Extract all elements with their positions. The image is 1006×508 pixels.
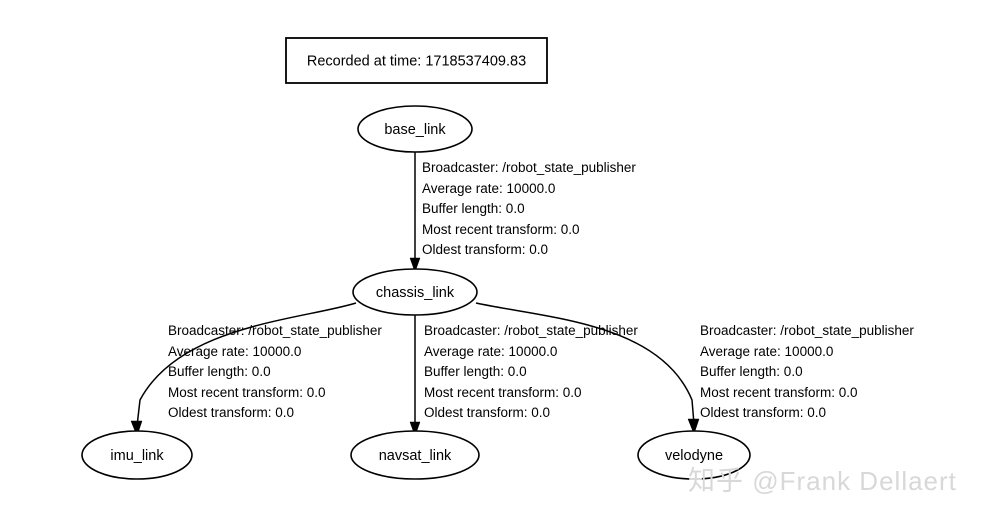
node-imu-link[interactable] bbox=[81, 430, 193, 480]
edge-most-recent-transform: Most recent transform: 0.0 bbox=[168, 384, 326, 400]
node-velodyne[interactable] bbox=[637, 430, 751, 480]
arrowhead-imu-link bbox=[130, 420, 143, 437]
node-label-chassis-link: chassis_link bbox=[376, 285, 455, 301]
edge-broadcaster: Broadcaster: /robot_state_publisher bbox=[422, 160, 636, 175]
edge-broadcaster: Broadcaster: /robot_state_publisher bbox=[700, 323, 914, 338]
edge-most-recent-transform: Most recent transform: 0.0 bbox=[700, 384, 858, 400]
node-label-imu-link: imu_link bbox=[110, 448, 164, 464]
edge-label-chassis-link-to-navsat-link: Broadcaster: /robot_state_publisher Aver… bbox=[424, 321, 638, 424]
edge-oldest-transform: Oldest transform: 0.0 bbox=[700, 405, 827, 420]
edge-average-rate: Average rate: 10000.0 bbox=[422, 180, 556, 196]
arrowhead-chassis-link bbox=[409, 257, 421, 273]
edge-average-rate: Average rate: 10000.0 bbox=[168, 343, 302, 359]
edge-buffer-length: Buffer length: 0.0 bbox=[424, 364, 527, 379]
edge-broadcaster: Broadcaster: /robot_state_publisher bbox=[168, 323, 382, 338]
edge-most-recent-transform: Most recent transform: 0.0 bbox=[424, 384, 582, 400]
edge-buffer-length: Buffer length: 0.0 bbox=[168, 364, 271, 379]
edge-chassis-link-to-velodyne bbox=[475, 302, 695, 425]
edge-label-chassis-link-to-velodyne: Broadcaster: /robot_state_publisher Aver… bbox=[700, 321, 914, 424]
recorded-time-box bbox=[285, 37, 548, 84]
edge-oldest-transform: Oldest transform: 0.0 bbox=[422, 242, 549, 257]
edge-chassis-link-to-imu-link bbox=[136, 302, 357, 427]
edge-average-rate: Average rate: 10000.0 bbox=[700, 343, 834, 359]
watermark-handle: @Frank Dellaert bbox=[752, 466, 957, 496]
node-base-link[interactable] bbox=[357, 105, 473, 153]
node-label-navsat-link: navsat_link bbox=[379, 448, 452, 464]
edge-buffer-length: Buffer length: 0.0 bbox=[700, 364, 803, 379]
edge-oldest-transform: Oldest transform: 0.0 bbox=[168, 405, 295, 420]
edge-average-rate: Average rate: 10000.0 bbox=[424, 343, 558, 359]
edge-most-recent-transform: Most recent transform: 0.0 bbox=[422, 221, 580, 237]
arrowhead-velodyne bbox=[687, 418, 700, 435]
edge-label-base-link-to-chassis-link: Broadcaster: /robot_state_publisher Aver… bbox=[422, 158, 636, 261]
edge-label-chassis-link-to-imu-link: Broadcaster: /robot_state_publisher Aver… bbox=[168, 321, 382, 424]
node-chassis-link[interactable] bbox=[352, 268, 478, 316]
node-label-base-link: base_link bbox=[384, 122, 446, 138]
edge-buffer-length: Buffer length: 0.0 bbox=[422, 201, 525, 216]
node-label-velodyne: velodyne bbox=[665, 448, 723, 464]
edge-oldest-transform: Oldest transform: 0.0 bbox=[424, 405, 551, 420]
recorded-time-label: Recorded at time: 1718537409.83 bbox=[307, 53, 526, 69]
arrowhead-navsat-link bbox=[409, 421, 421, 437]
node-navsat-link[interactable] bbox=[350, 430, 480, 480]
watermark: 知乎 @Frank Dellaert bbox=[688, 459, 957, 498]
watermark-logo: 知乎 bbox=[688, 466, 744, 497]
edge-broadcaster: Broadcaster: /robot_state_publisher bbox=[424, 323, 638, 338]
